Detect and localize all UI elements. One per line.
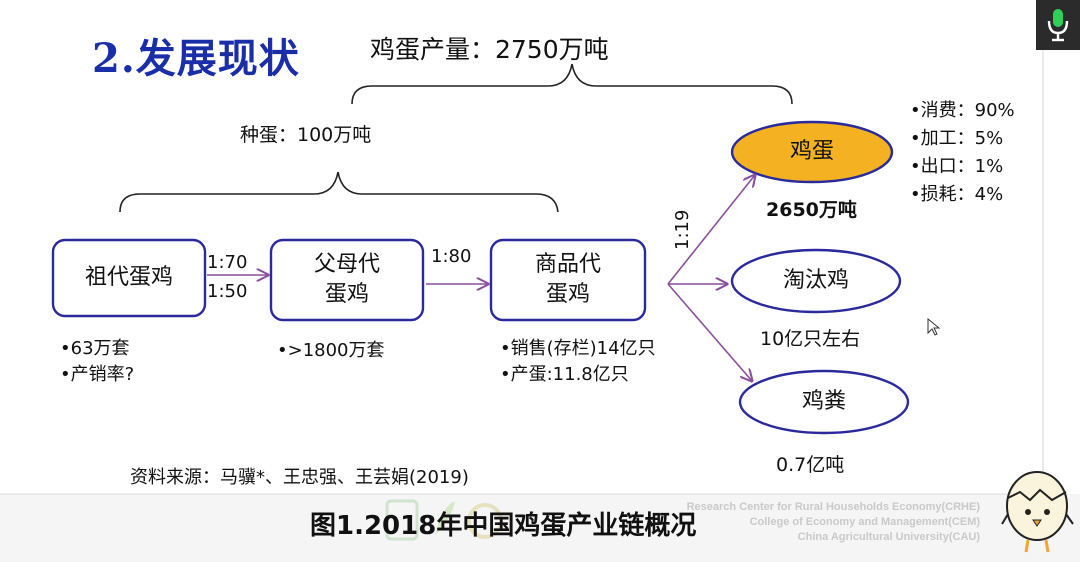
- node-parent-line1: 父母代: [313, 252, 380, 277]
- node-commercial: 商品代蛋鸡: [491, 240, 645, 320]
- list-item: •>1800万套: [277, 340, 385, 361]
- node-grandparent: 祖代蛋鸡: [84, 265, 173, 290]
- figure-caption: 图1.2018年中国鸡蛋产业链概况: [310, 511, 697, 541]
- list-item: •加工：5%: [910, 128, 1004, 149]
- footer-organization: Research Center for Rural Households Eco…: [686, 501, 980, 543]
- list-item: •销售(存栏)14亿只: [500, 338, 656, 359]
- node-commercial-box[interactable]: [489, 238, 647, 322]
- node-culled-ellipse[interactable]: [730, 248, 902, 314]
- list-item: •出口：1%: [910, 156, 1004, 177]
- list-item: •损耗：4%: [910, 184, 1004, 205]
- node-commercial-line1: 商品代: [534, 252, 601, 277]
- output-brace: [351, 63, 793, 105]
- node-commercial-line2: 蛋鸡: [545, 282, 590, 307]
- ratio-1-80: 1:80: [431, 246, 472, 267]
- node-manure-ellipse[interactable]: [738, 369, 910, 435]
- manure-amount: 0.7亿吨: [776, 454, 845, 476]
- list-item: •产蛋:11.8亿只: [500, 364, 629, 385]
- ratio-1-50: 1:50: [207, 281, 248, 302]
- culled-amount: 10亿只左右: [760, 328, 861, 350]
- microphone-icon: [1047, 9, 1069, 42]
- footer-band: [0, 494, 1080, 562]
- node-eggs-ellipse[interactable]: [730, 120, 894, 184]
- mouse-cursor-icon: [927, 318, 941, 336]
- node-parent-line2: 蛋鸡: [324, 282, 369, 307]
- parent-notes: •>1800万套: [277, 338, 385, 364]
- commercial-notes: •销售(存栏)14亿只 •产蛋:11.8亿只: [500, 336, 656, 388]
- microphone-button[interactable]: [1036, 0, 1080, 50]
- arrow-to-eggs: [667, 175, 755, 285]
- footer-logos-icon: [385, 499, 503, 541]
- seed-brace: [119, 171, 559, 213]
- ratio-1-70: 1:70: [207, 252, 248, 273]
- node-grandparent-box[interactable]: [51, 238, 207, 318]
- slide-title: 2.发展现状: [92, 35, 300, 82]
- egg-output-label: 鸡蛋产量：2750万吨: [370, 35, 609, 64]
- ratio-1-19: 1:19: [672, 209, 693, 250]
- node-eggs: 鸡蛋: [789, 139, 834, 164]
- grandparent-notes: •63万套 •产销率?: [60, 336, 134, 388]
- arrow-to-manure: [667, 283, 752, 381]
- list-item: •消费：90%: [910, 100, 1015, 121]
- node-parent: 父母代蛋鸡: [271, 240, 423, 320]
- seed-egg-label: 种蛋：100万吨: [240, 124, 372, 146]
- egg-usage-list: •消费：90% •加工：5% •出口：1% •损耗：4%: [910, 97, 1015, 209]
- source-citation: 资料来源：马骥*、王忠强、王芸娟(2019): [130, 467, 469, 488]
- node-culled: 淘汰鸡: [782, 268, 849, 293]
- eggs-amount: 2650万吨: [766, 199, 857, 221]
- egg-chick-mascot-icon: [1001, 471, 1074, 553]
- list-item: •63万套: [60, 338, 130, 359]
- list-item: •产销率?: [60, 364, 135, 385]
- node-manure: 鸡粪: [801, 389, 846, 414]
- node-parent-box[interactable]: [269, 238, 425, 322]
